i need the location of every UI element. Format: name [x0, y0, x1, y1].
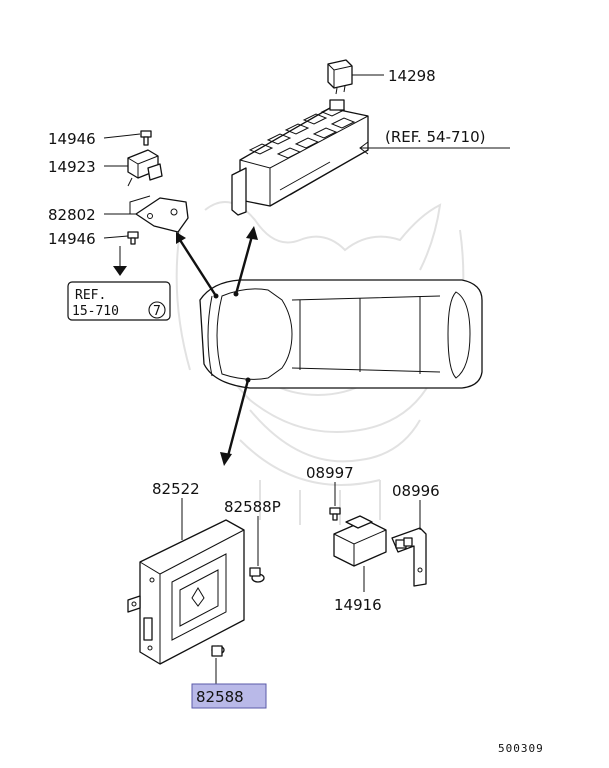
ref-box-15-710: REF. 15-710 7 [67, 281, 171, 321]
diagram-number: 500309 [498, 742, 544, 755]
callout-14916: 14916 [334, 596, 382, 614]
ref-box-circle-number: 7 [153, 304, 161, 319]
callout-08997: 08997 [306, 464, 354, 482]
ref-fuse-box: (REF. 54-710) [385, 128, 486, 146]
down-arrow-icon [113, 266, 127, 276]
bolt-14946-top [140, 130, 152, 146]
arrow-head-to-relay-box [246, 226, 258, 240]
callout-14298: 14298 [388, 67, 436, 85]
ecu-82522 [127, 519, 245, 665]
logo-icon [191, 587, 205, 607]
ref-box-line1: REF. [75, 288, 106, 303]
callout-82588P: 82588P [224, 498, 281, 516]
sensor-14923 [127, 149, 163, 187]
arrow-head-to-ecu [220, 452, 232, 466]
relay-14916 [333, 515, 387, 567]
callout-82588[interactable]: 82588 [196, 688, 244, 706]
ref-box-line2: 15-710 [72, 304, 119, 319]
bolt-08997 [329, 507, 341, 521]
callout-14923: 14923 [48, 158, 96, 176]
bracket-08996 [391, 527, 427, 587]
relay-box [231, 99, 369, 216]
callout-08996: 08996 [392, 482, 440, 500]
arrow-head-to-sensor [176, 232, 186, 244]
callout-82802: 82802 [48, 206, 96, 224]
vehicle-outline [199, 279, 483, 389]
callout-14946-top: 14946 [48, 130, 96, 148]
relay-14298 [327, 59, 353, 95]
bolt-82588 [211, 645, 225, 657]
bolt-82588P [249, 567, 265, 583]
callout-82522: 82522 [152, 480, 200, 498]
callout-14946-bottom: 14946 [48, 230, 96, 248]
highlighted-part-box[interactable] [191, 683, 267, 709]
bolt-14946-bottom [127, 231, 139, 245]
